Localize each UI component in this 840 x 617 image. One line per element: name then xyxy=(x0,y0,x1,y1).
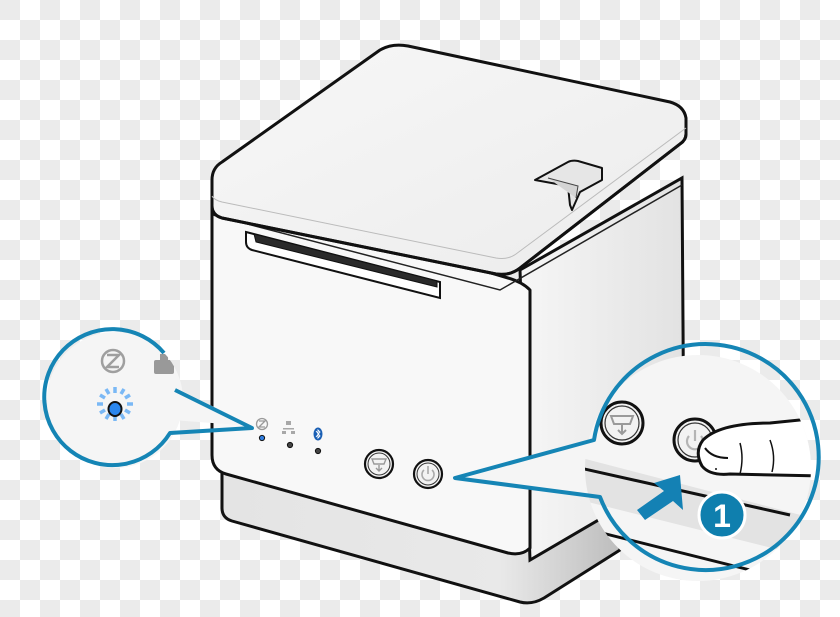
paper-feed-icon xyxy=(370,458,388,472)
led-zoom-callout xyxy=(42,327,254,468)
paper-feed-icon xyxy=(609,415,635,436)
power-button[interactable] xyxy=(412,458,444,490)
power-button-zoom-callout: 1 xyxy=(453,342,821,581)
press-arrow-icon xyxy=(637,475,683,520)
power-z-icon xyxy=(100,348,126,374)
blink-rays-icon xyxy=(97,387,133,421)
bluetooth-icon xyxy=(313,427,323,441)
power-status-led xyxy=(107,401,123,417)
network-icon xyxy=(282,421,295,434)
printer-body xyxy=(210,43,688,605)
power-status-led xyxy=(258,434,266,442)
step-number-badge: 1 xyxy=(697,490,747,540)
bluetooth-led xyxy=(314,447,322,455)
pressing-finger xyxy=(696,416,811,478)
lid-release-lever[interactable] xyxy=(534,159,603,211)
network-led xyxy=(286,441,294,449)
feed-button[interactable] xyxy=(599,400,645,446)
power-icon xyxy=(421,466,435,482)
indicator-panel xyxy=(255,417,323,455)
step-number: 1 xyxy=(713,498,731,534)
paper-outlet-slot xyxy=(245,230,441,300)
feed-button[interactable] xyxy=(363,448,395,480)
power-z-icon xyxy=(255,417,269,431)
